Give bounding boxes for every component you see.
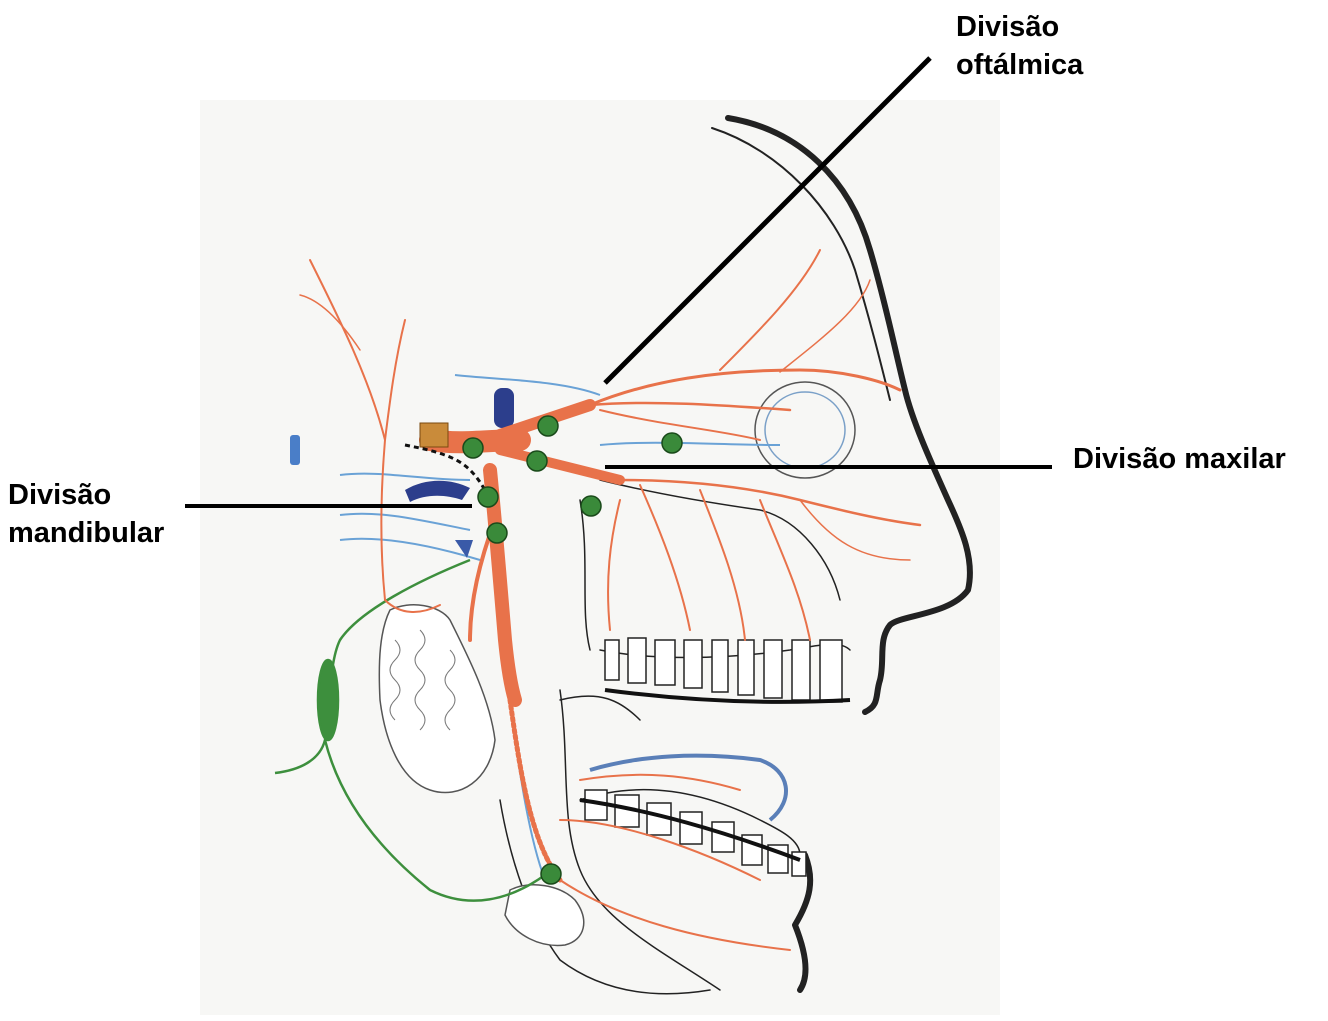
label-ophthalmic-division: Divisão oftálmica [956,8,1083,84]
label-maxillary-text: Divisão maxilar [1073,440,1286,478]
label-mandibular-line2: mandibular [8,514,164,552]
ganglion-dot [541,864,561,884]
ganglion-dot [538,416,558,436]
label-maxillary-division: Divisão maxilar [1073,440,1286,478]
ganglion-dot [487,523,507,543]
ganglion-dot [581,496,601,516]
ganglion-dot [527,451,547,471]
ganglion-dot [662,433,682,453]
ganglion-dot [478,487,498,507]
label-ophthalmic-line2: oftálmica [956,46,1083,84]
ganglion-dot [463,438,483,458]
gasserian-ganglion [420,423,448,447]
label-ophthalmic-line1: Divisão [956,8,1083,46]
label-mandibular-line1: Divisão [8,476,164,514]
label-mandibular-division: Divisão mandibular [8,476,164,552]
